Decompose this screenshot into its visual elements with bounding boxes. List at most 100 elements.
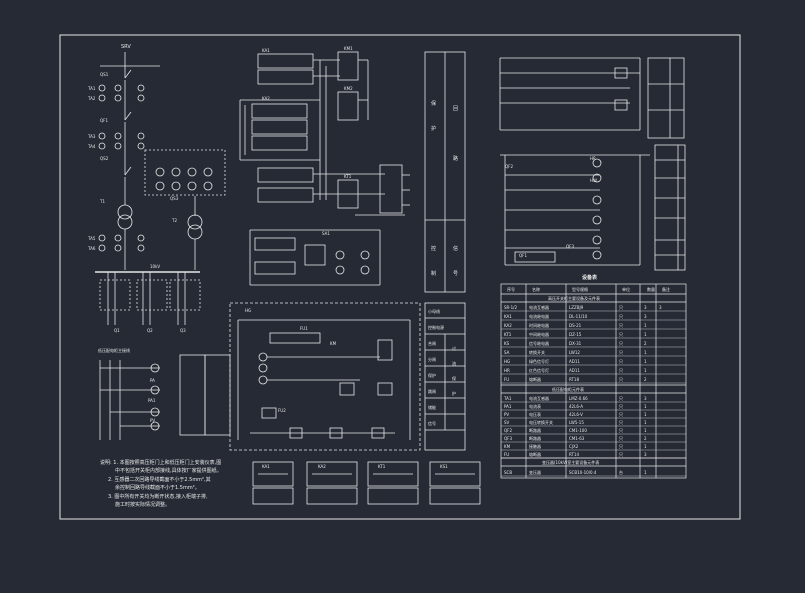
svg-text:过: 过 <box>452 345 456 351</box>
legend-text-upper: 保 护 回 路 控 制 信 号 <box>431 100 458 277</box>
table-header-cell: 型号规格 <box>572 286 588 292</box>
table-header-cell: 单位 <box>622 286 630 292</box>
table-cell: 只 <box>619 452 623 457</box>
table-cell: 3 <box>644 305 647 310</box>
table-cell: PV <box>504 412 509 417</box>
table-cell: CM1-63 <box>569 436 585 441</box>
table-cell: 只 <box>619 350 623 355</box>
drawing-frame <box>59 34 741 520</box>
relay-code-label: QS2 <box>100 156 109 161</box>
table-cell: DX-31 <box>569 341 582 346</box>
table-cell: LW12 <box>569 350 580 355</box>
table-header-cell: 数量 <box>647 286 655 292</box>
table-cell: LZZBJ9 <box>569 305 584 310</box>
svg-text:护: 护 <box>452 390 456 396</box>
table-cell: 只 <box>619 404 623 409</box>
meter-pv: PV <box>150 418 155 423</box>
relay-code-label: KT1 <box>344 174 352 179</box>
relay-code-label: T1 <box>99 199 105 204</box>
table-cell: 2 <box>644 377 647 382</box>
svg-text:护: 护 <box>431 125 436 132</box>
table-cell: 电压转换开关 <box>529 419 553 425</box>
relay-code-label: TA5 <box>87 236 96 241</box>
table-cell: FU <box>504 452 509 457</box>
table-cell: KA2 <box>504 323 512 328</box>
table-cell: DS-21 <box>569 323 582 328</box>
table-cell: 断路器 <box>529 427 541 433</box>
control-circuit-panel <box>229 302 466 451</box>
table-cell: KA1 <box>504 314 512 319</box>
table-cell: 2 <box>644 341 647 346</box>
table-cell: 3 <box>644 396 647 401</box>
table-cell: LMZ-0.66 <box>569 396 588 401</box>
relay-code-label: KA1 <box>262 48 270 53</box>
right-control-circuit-middle <box>500 144 686 271</box>
table-cell: QF2 <box>504 428 512 433</box>
svg-text:保护: 保护 <box>428 372 436 378</box>
relay-code-label: KM1 <box>344 46 353 51</box>
table-cell: 电流表 <box>529 403 541 409</box>
relay-code-labels: QS1TA1TA2QF1TA3TA4QS2QS3T1T2TA5TA6KM1KM2… <box>87 46 597 413</box>
relay-code-label: HG <box>245 308 251 313</box>
feeder-q2: Q2 <box>147 328 153 333</box>
relay-code-label: QF1 <box>519 253 527 258</box>
svg-text:KA1: KA1 <box>262 464 270 469</box>
table-cell: 只 <box>619 428 623 433</box>
svg-text:KT1: KT1 <box>378 464 386 469</box>
svg-text:制: 制 <box>431 270 436 277</box>
feeder-q1: Q1 <box>114 328 120 333</box>
table-cell: KT1 <box>504 332 512 337</box>
right-control-circuit-upper <box>499 57 685 139</box>
table-cell: 电流互感器 <box>529 304 549 310</box>
bottom-relay-blocks <box>252 461 481 505</box>
table-cell: 42L6-V <box>569 412 583 417</box>
table-cell: 只 <box>619 436 623 441</box>
primary-single-line-diagram: SRV 10kV <box>95 44 226 333</box>
table-cell: 台 <box>619 469 623 475</box>
svg-text:号: 号 <box>453 271 458 277</box>
table-cell: SA <box>504 350 510 355</box>
table-section-1: 高压开关柜主要设备及元件表 <box>548 295 600 301</box>
table-cell: AD11 <box>569 368 580 373</box>
relay-code-label: TA3 <box>87 134 96 139</box>
lv-diagram-title: 低压配电柜主接线 <box>98 347 130 353</box>
svg-text:小母线: 小母线 <box>428 308 440 314</box>
table-cell: SR-1/2 <box>504 305 517 310</box>
table-cell: 只 <box>619 412 623 417</box>
table-cell: 1 <box>644 412 647 417</box>
svg-text:保: 保 <box>452 375 456 381</box>
table-cell: CJX2 <box>569 444 579 449</box>
relay-code-label: FU2 <box>278 408 286 413</box>
meter-pa: PA <box>150 378 155 383</box>
relay-code-label: KM2 <box>344 86 353 91</box>
relay-code-label: QS1 <box>100 72 109 77</box>
relay-code-label: QF3 <box>566 244 574 249</box>
table-header-cell: 名称 <box>532 286 540 292</box>
table-cell: 3 <box>644 314 647 319</box>
table-cell: KM <box>504 444 511 449</box>
table-cell: 电流互感器 <box>529 395 549 401</box>
table-cell: 1 <box>644 420 647 425</box>
svg-text:信号: 信号 <box>428 420 436 426</box>
table-cell: 2 <box>644 436 647 441</box>
svg-text:余控制回路导线截面不小于1.5mm²。: 余控制回路导线截面不小于1.5mm²。 <box>115 484 200 491</box>
table-cell: SV <box>504 420 510 425</box>
relay-code-label: TA4 <box>87 144 96 149</box>
table-cell: 时间继电器 <box>529 322 549 328</box>
relay-code-label: TA6 <box>87 246 96 251</box>
drawing-notes: 说明: 1. 本图按照高压柜门上和低压柜门上安装仪表,图 中不包括开关柜内部接线… <box>100 459 222 508</box>
table-cell: 熔断器 <box>529 376 541 382</box>
relay-code-label: TA1 <box>87 86 96 91</box>
table-cell: SCB10-10/0.4 <box>569 470 597 475</box>
table-cell: 1 <box>644 332 647 337</box>
relay-code-label: HW <box>590 178 597 183</box>
table-cell: 电流继电器 <box>529 313 549 319</box>
svg-text:回: 回 <box>453 106 458 112</box>
table-cell: TA1 <box>503 396 512 401</box>
svg-text:施工时按实际情况调整。: 施工时按实际情况调整。 <box>115 501 170 508</box>
svg-text:2. 互感器二次回路导线截面不小于2.5mm²,其: 2. 互感器二次回路导线截面不小于2.5mm²,其 <box>108 476 211 483</box>
control-panel-labels: 小母线 控制电源 合闸 分闸 保护 跳闸 储能 信号 过 流 保 护 <box>428 308 456 426</box>
svg-text:储能: 储能 <box>428 404 436 410</box>
